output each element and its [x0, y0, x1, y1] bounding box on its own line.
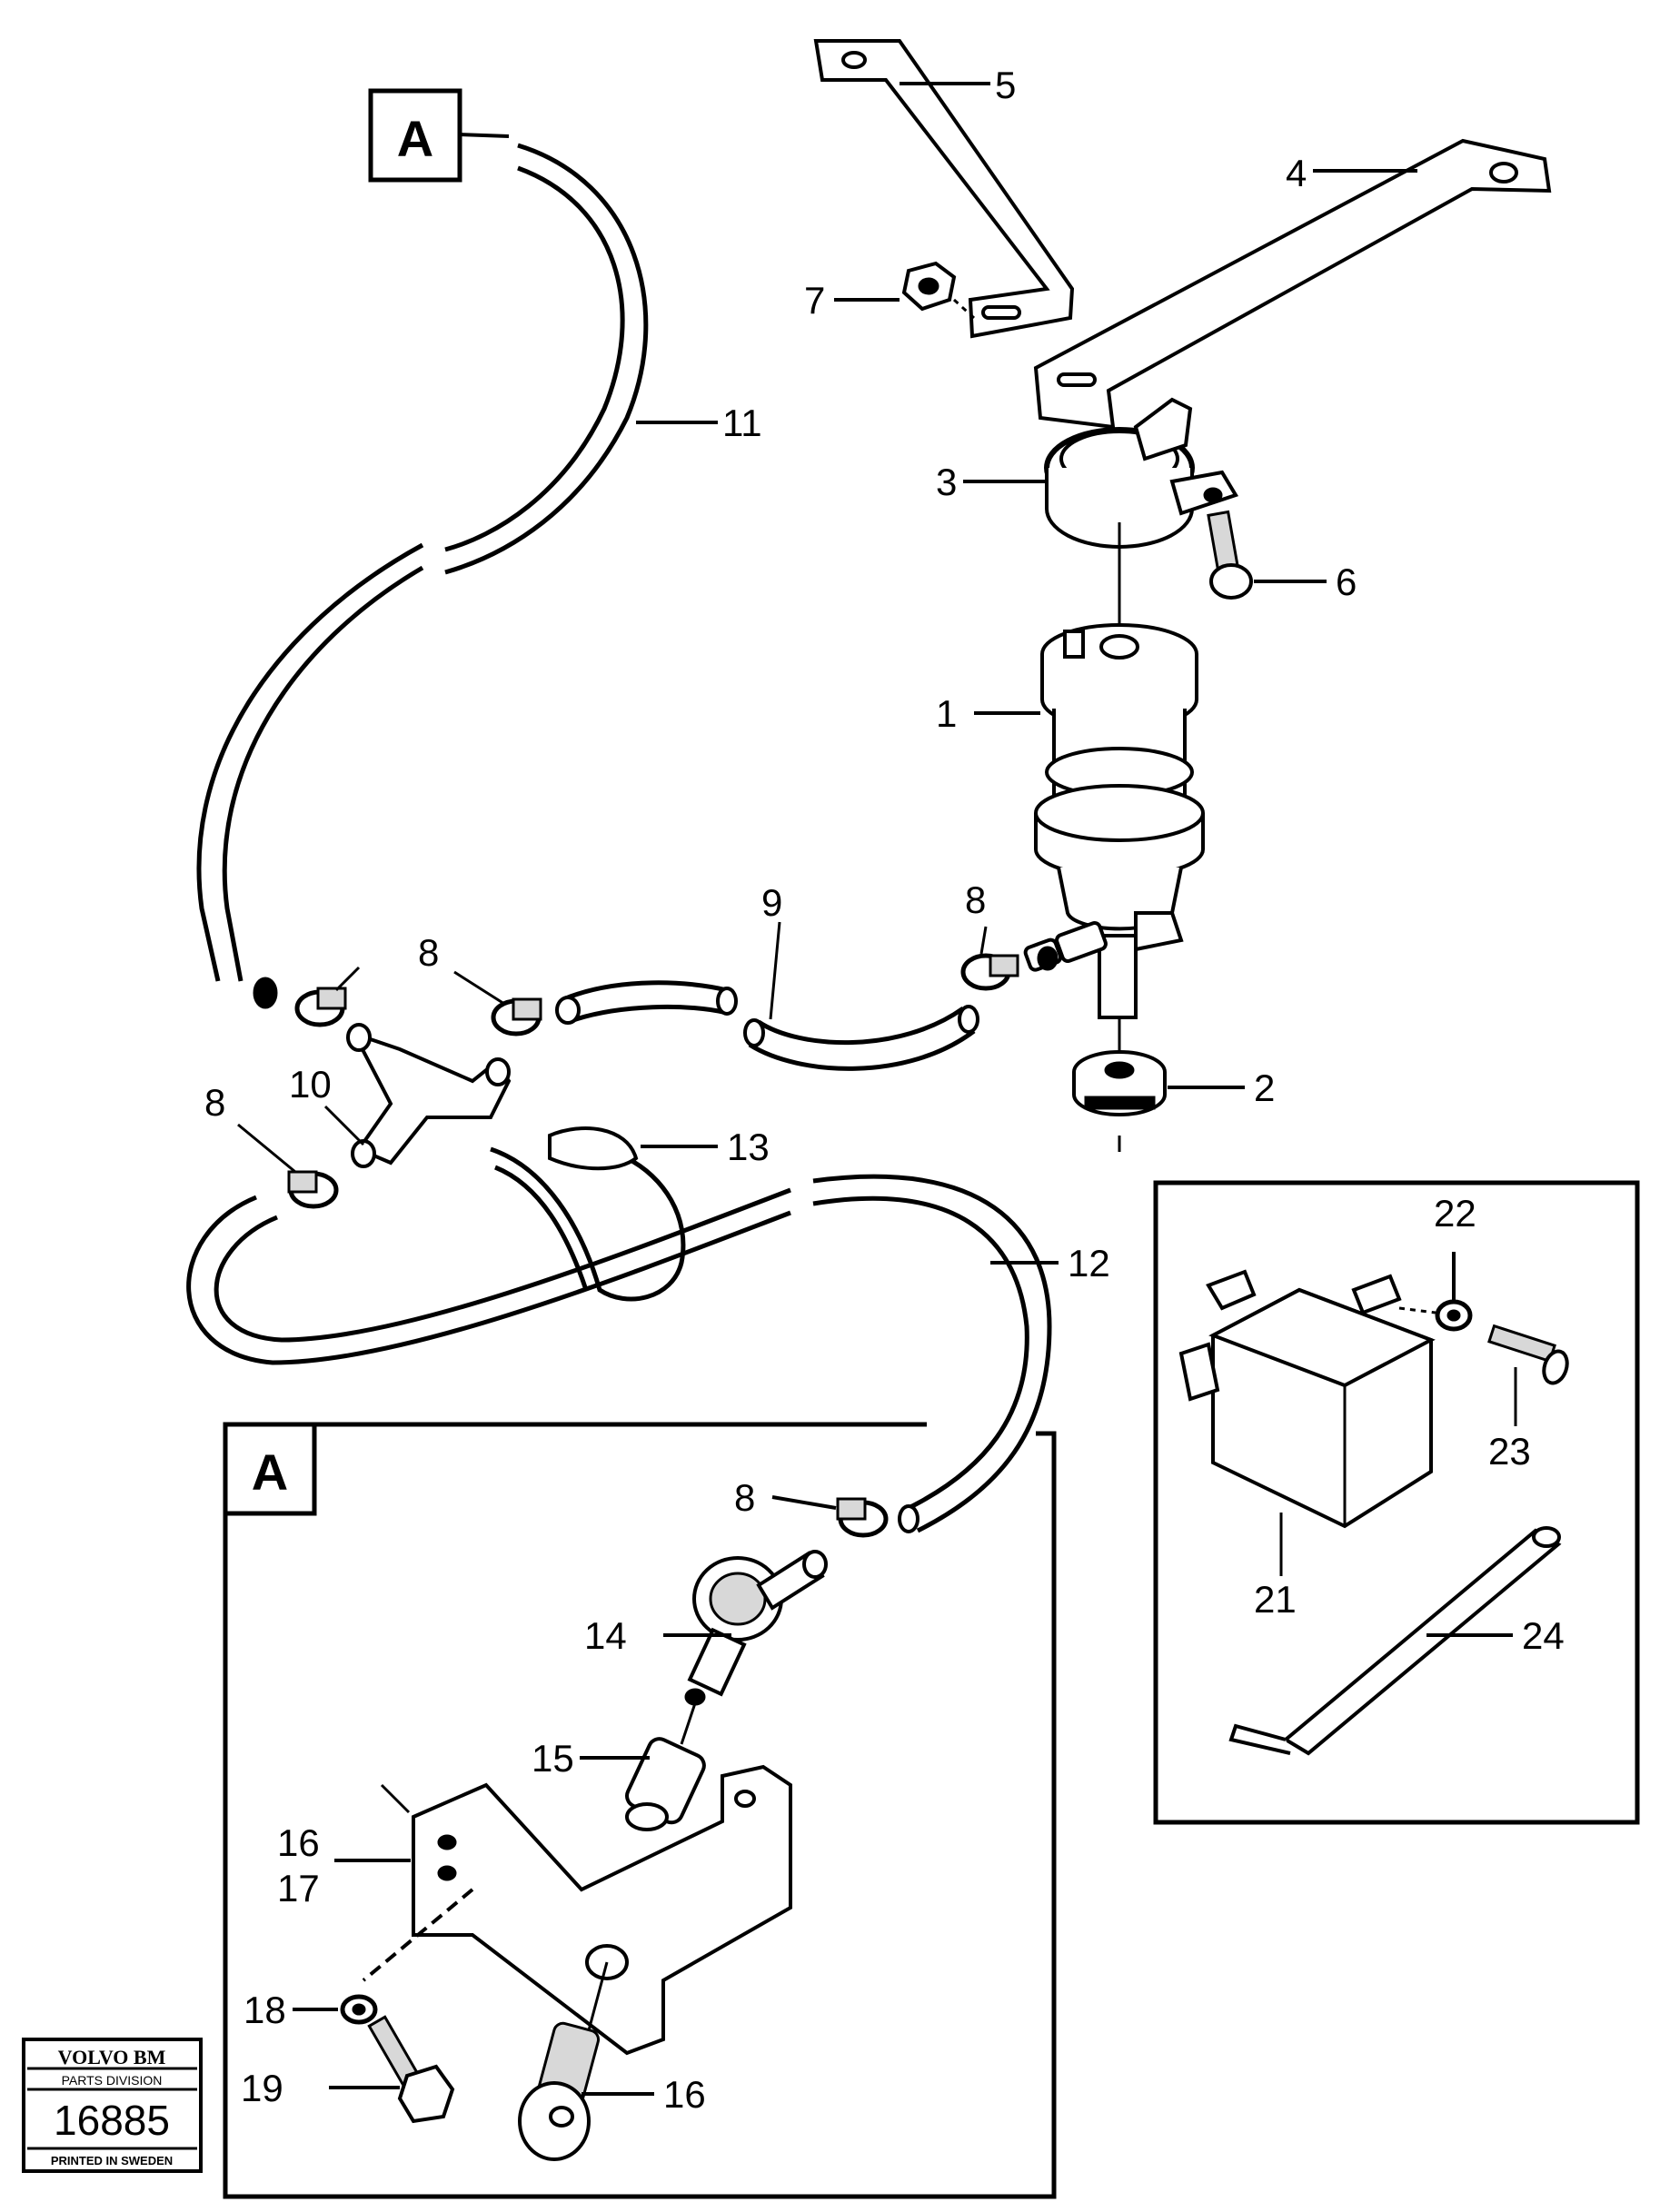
- callout-14: 14: [584, 1614, 627, 1657]
- stamp-footer: PRINTED IN SWEDEN: [51, 2154, 173, 2167]
- nipple-16: [518, 1961, 654, 2161]
- bracket-17-18: [334, 1764, 792, 2056]
- callout-16: 16: [663, 2073, 706, 2116]
- callout-20: 19: [241, 2067, 283, 2109]
- hose-clip-8-upper-left: [294, 966, 361, 1027]
- washer-pump-1: [974, 522, 1205, 1019]
- callout-23: 23: [1488, 1430, 1531, 1473]
- hose-12: [186, 1174, 1059, 1533]
- bracket-4: [1033, 138, 1552, 430]
- callout-11: 11: [722, 402, 762, 444]
- stamp-brand: VOLVO BM: [58, 2046, 166, 2068]
- nut-7: [834, 261, 976, 320]
- callout-8-center: 8: [418, 931, 439, 974]
- detail-box-a: A: [223, 1422, 1057, 2199]
- hose-clip-8-left: [237, 1123, 339, 1209]
- pump-nipple: [1023, 921, 1108, 972]
- marker-a-top: A: [368, 88, 510, 183]
- bracket-5: [813, 39, 1075, 339]
- washer-22: [1398, 1252, 1473, 1332]
- screw-6: [1207, 510, 1327, 600]
- cable-tie-13: [490, 1126, 718, 1302]
- sleeve-15: [580, 1702, 706, 1831]
- relay-box: [1153, 1180, 1640, 1825]
- washer-19: [293, 1994, 378, 2025]
- relay-21: [1178, 1269, 1436, 1576]
- callout-9: 9: [761, 881, 782, 924]
- volvo-bm-stamp: VOLVO BM PARTS DIVISION 16885 PRINTED IN…: [22, 2038, 203, 2173]
- callout-2: 2: [1254, 1066, 1275, 1109]
- grommet-2: [1072, 1017, 1245, 1152]
- callout-3: 3: [936, 461, 957, 503]
- hose-clip-8-right: [960, 926, 1019, 991]
- callout-19: 18: [244, 1989, 286, 2031]
- screw-23: [1487, 1324, 1569, 1426]
- nozzle-14: [663, 1550, 828, 1706]
- callout-24: 24: [1522, 1614, 1565, 1657]
- callout-13: 13: [727, 1126, 770, 1168]
- callout-5: 5: [995, 64, 1016, 106]
- stamp-number: 16885: [54, 2097, 170, 2144]
- clamp-3: [963, 397, 1238, 549]
- hose-short: [555, 980, 738, 1025]
- screw-20: [329, 2015, 455, 2124]
- tee-connector-10: [323, 1023, 512, 1168]
- callout-7: 7: [804, 279, 825, 322]
- hose-11: [196, 143, 718, 1009]
- stamp-division: PARTS DIVISION: [62, 2073, 163, 2088]
- callout-22: 22: [1434, 1192, 1476, 1235]
- callout-1: 1: [936, 692, 957, 735]
- callout-18: 17: [277, 1867, 320, 1909]
- callout-4: 4: [1286, 152, 1307, 194]
- rod-24: [1228, 1526, 1562, 1756]
- callout-8-right: 8: [965, 878, 986, 921]
- callout-15: 15: [532, 1737, 574, 1780]
- callout-6: 6: [1336, 560, 1357, 603]
- callout-12: 12: [1068, 1242, 1110, 1285]
- callout-8-left: 8: [204, 1081, 225, 1124]
- hose-clip-8-box: [771, 1495, 889, 1538]
- callout-17: 16: [277, 1821, 320, 1864]
- hose-9: [743, 921, 979, 1071]
- callout-10: 10: [289, 1063, 332, 1106]
- callout-8-box: 8: [734, 1476, 755, 1519]
- marker-a-bottom-label: A: [252, 1443, 288, 1501]
- hose-clip-8-center: [453, 970, 542, 1037]
- marker-a-top-label: A: [397, 110, 433, 167]
- callout-21: 21: [1254, 1578, 1297, 1621]
